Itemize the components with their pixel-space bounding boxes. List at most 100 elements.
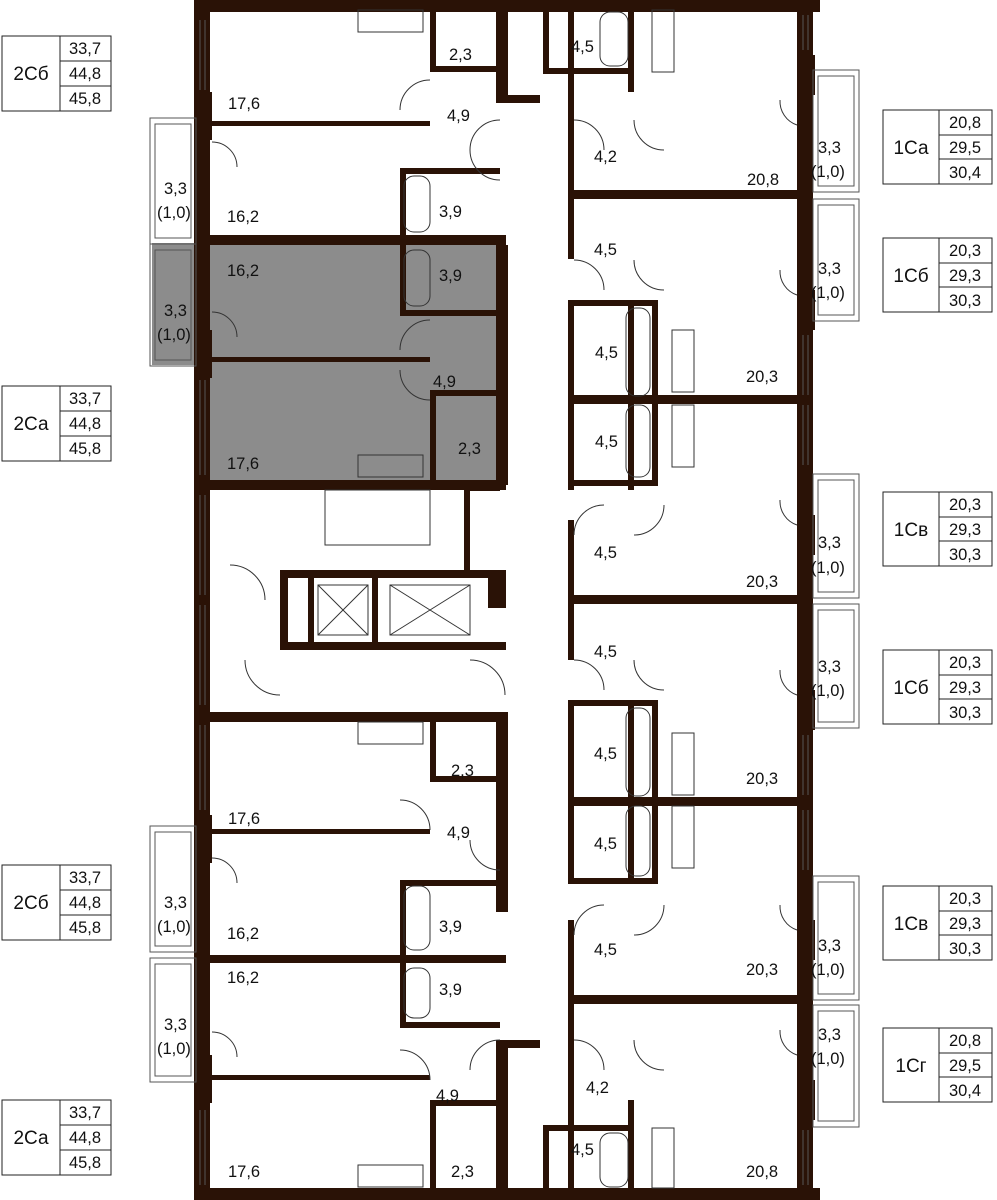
legend-box-name: 1Са (893, 138, 929, 159)
legend-box-value: 30,3 (949, 704, 981, 722)
room-area-label: 4,5 (594, 835, 617, 853)
legend-box[interactable] (882, 109, 993, 185)
legend-box-value: 44,8 (69, 415, 101, 433)
legend-box-name: 1Св (894, 520, 928, 541)
legend-box-value: 45,8 (69, 90, 101, 108)
legend-box-value: 30,3 (949, 546, 981, 564)
room-area-label: 20,8 (746, 1163, 778, 1181)
room-area-label: 4,9 (433, 373, 456, 391)
room-area-label: 3,9 (439, 918, 462, 936)
legend-box[interactable] (882, 237, 993, 313)
room-area-label: 17,6 (228, 810, 260, 828)
room-area-label: 16,2 (227, 262, 259, 280)
room-area-label: 2,3 (451, 1163, 474, 1181)
legend-box-value: 29,3 (949, 679, 981, 697)
legend-box-value: 20,3 (949, 496, 981, 514)
legend-box-value: 33,7 (69, 1104, 101, 1122)
legend-box[interactable] (882, 885, 993, 961)
legend-box-name: 2Са (13, 414, 49, 435)
room-area-label: 4,5 (594, 643, 617, 661)
room-area-label: 4,5 (594, 544, 617, 562)
room-area-label: 20,3 (746, 961, 778, 979)
legend-box-value: 29,3 (949, 267, 981, 285)
room-area-label: 3,9 (439, 981, 462, 999)
room-area-label: 16,2 (227, 969, 259, 987)
legend-box-value: 44,8 (69, 1129, 101, 1147)
room-area-label: 4,5 (594, 241, 617, 259)
legend-box-value: 20,3 (949, 890, 981, 908)
legend-box[interactable] (882, 649, 993, 725)
legend-box-value: 45,8 (69, 440, 101, 458)
legend-box-value: 30,4 (949, 1082, 981, 1100)
room-area-label: 2,3 (458, 440, 481, 458)
legend-box-value: 20,3 (949, 654, 981, 672)
legend-box-name: 1Сб (893, 678, 928, 699)
room-area-label: (1,0) (811, 1050, 845, 1068)
legend-box-name: 1Сб (893, 266, 928, 287)
room-area-label: 16,2 (227, 208, 259, 226)
legend-box-value: 33,7 (69, 390, 101, 408)
room-area-label: 3,9 (439, 203, 462, 221)
legend-box-value: 45,8 (69, 919, 101, 937)
legend-box-value: 30,3 (949, 292, 981, 310)
legend-box[interactable] (1, 864, 112, 941)
legend-box[interactable] (882, 1027, 993, 1103)
room-area-label: 4,9 (436, 1087, 459, 1105)
walls (194, 0, 820, 1200)
room-area-label: 3,3 (818, 1026, 841, 1044)
room-area-label: 20,8 (747, 171, 779, 189)
room-area-label: 17,6 (228, 1163, 260, 1181)
room-area-label: (1,0) (157, 1040, 191, 1058)
legend-box-value: 29,3 (949, 915, 981, 933)
legend-box-value: 29,5 (949, 139, 981, 157)
room-area-label: 4,9 (447, 824, 470, 842)
room-area-label: (1,0) (157, 918, 191, 936)
room-area-label: 3,3 (164, 302, 187, 320)
room-area-label: 3,3 (164, 180, 187, 198)
room-area-label: 3,3 (818, 658, 841, 676)
room-area-label: 3,3 (818, 534, 841, 552)
room-area-label: 4,2 (594, 148, 617, 166)
elevators (317, 584, 471, 636)
room-area-label: 16,2 (227, 925, 259, 943)
balconies (149, 15, 860, 1185)
room-area-label: 4,2 (586, 1079, 609, 1097)
room-area-label: 20,3 (746, 573, 778, 591)
legend-box[interactable] (1, 35, 112, 112)
room-area-label: 2,3 (449, 46, 472, 64)
legend-box-value: 44,8 (69, 65, 101, 83)
legend-box-value: 29,3 (949, 521, 981, 539)
legend-box-name: 2Сб (13, 893, 48, 914)
room-area-label: 4,5 (594, 745, 617, 763)
legend-box-value: 20,8 (949, 114, 981, 132)
room-area-label: 4,5 (571, 1141, 594, 1159)
legend-box-value: 45,8 (69, 1154, 101, 1172)
room-area-label: 4,9 (447, 107, 470, 125)
room-area-label: 3,9 (439, 267, 462, 285)
room-area-label: 17,6 (227, 455, 259, 473)
legend-box-value: 33,7 (69, 40, 101, 58)
legend-box-value: 20,3 (949, 242, 981, 260)
room-area-label: 4,5 (595, 433, 618, 451)
legend-box-value: 30,3 (949, 940, 981, 958)
legend-box-name: 1Сг (895, 1056, 926, 1077)
legend-box[interactable] (1, 385, 112, 462)
room-area-label: 3,3 (818, 139, 841, 157)
legend-box-value: 44,8 (69, 894, 101, 912)
legend-boxes (1, 35, 993, 1176)
room-area-label: 2,3 (451, 762, 474, 780)
room-area-label: (1,0) (811, 559, 845, 577)
legend-box-value: 20,8 (949, 1032, 981, 1050)
room-area-label: (1,0) (811, 682, 845, 700)
legend-box[interactable] (882, 491, 993, 567)
room-area-label: 3,3 (164, 894, 187, 912)
room-area-label: 3,3 (818, 937, 841, 955)
fixtures (324, 9, 695, 1189)
legend-box-name: 2Сб (13, 64, 48, 85)
legend-texts: 2Сб 33,7 44,8 45,8 2Са 33,7 44,8 45,8 2С… (13, 40, 981, 1172)
legend-box[interactable] (1, 1099, 112, 1176)
legend-box-value: 29,5 (949, 1057, 981, 1075)
room-area-label: 3,3 (818, 260, 841, 278)
room-area-label: 20,3 (746, 368, 778, 386)
legend-box-name: 2Са (13, 1128, 49, 1149)
